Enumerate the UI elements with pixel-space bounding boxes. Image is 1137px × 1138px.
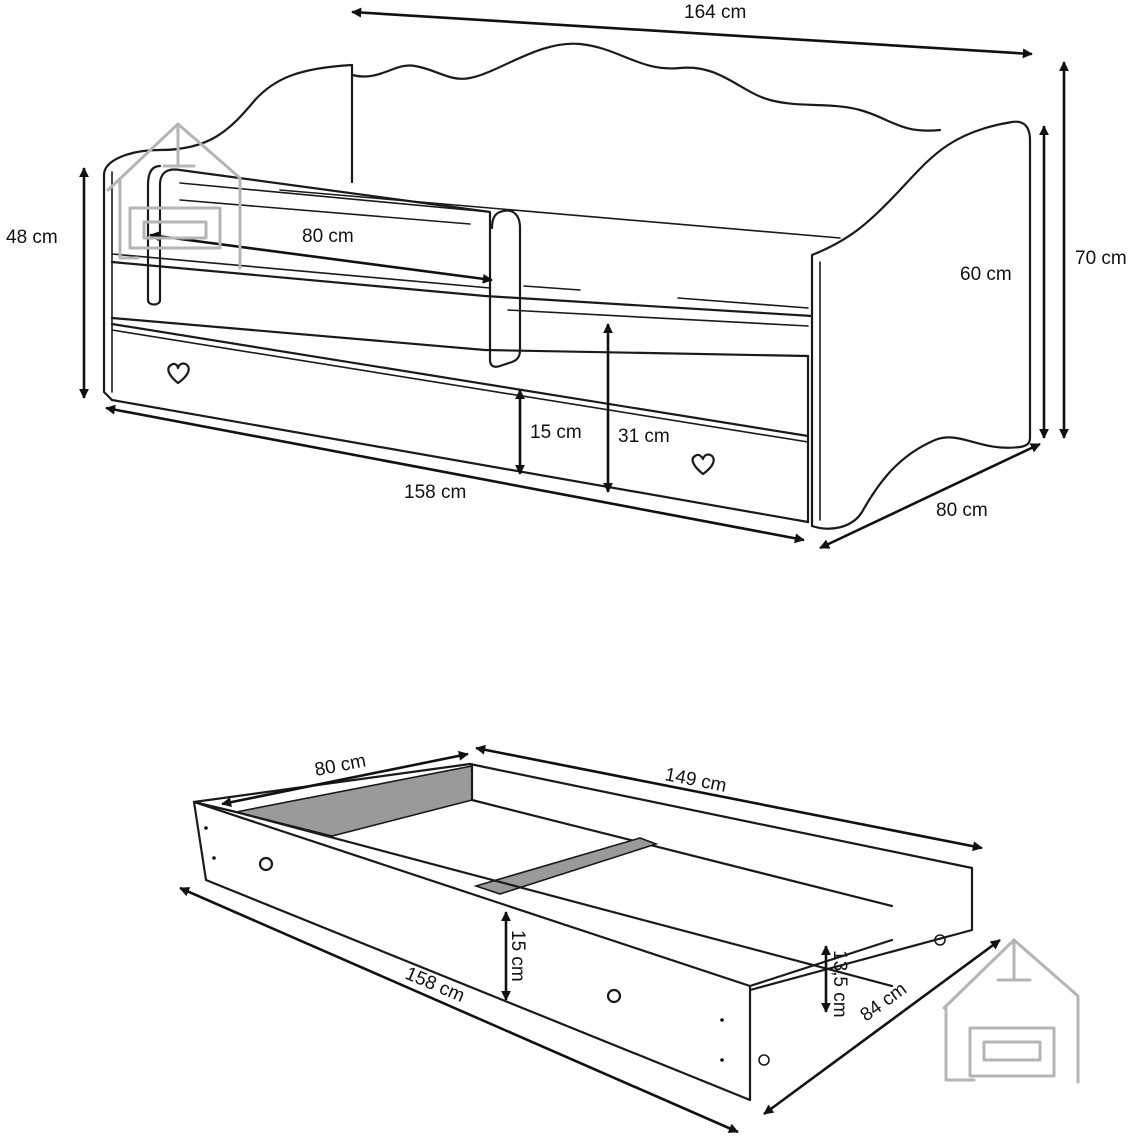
drawer-front [192, 800, 752, 1102]
bed-width-label: 80 cm [936, 500, 988, 521]
heart-icon [167, 362, 190, 385]
wheel-icon [758, 1054, 770, 1066]
heart-icon [691, 453, 715, 476]
guard-length-label: 80 cm [302, 226, 354, 247]
mattress-height-label: 31 cm [618, 426, 670, 447]
bed-length-total-label: 164 cm [684, 2, 746, 23]
backrest-outline [350, 42, 942, 132]
drawer-dimensions [179, 744, 1001, 1134]
bed-drawing [102, 42, 1032, 530]
drawer-height-label: 15 cm [530, 422, 582, 443]
bed-length-sleep-label: 158 cm [404, 482, 466, 503]
bed-height-headboard-label: 60 cm [960, 264, 1012, 285]
bed-dimensions [79, 7, 1069, 550]
house-sofa-icon [942, 938, 1080, 1084]
bed-height-total-label: 70 cm [1075, 248, 1127, 269]
drawer-drawing [192, 762, 974, 1102]
guard-rail [158, 168, 522, 368]
drawer-divider [473, 837, 659, 895]
drawer-handle [606, 988, 622, 1004]
bed-height-front-label: 48 cm [6, 227, 58, 248]
drawer-height-front-label: 15 cm [507, 930, 528, 982]
left-headrest [102, 63, 354, 184]
drawer-height-side-label: 13,5 cm [829, 950, 850, 1018]
drawer-handle [258, 856, 274, 872]
right-side-panel [810, 120, 1032, 530]
drawer-depth-label: 84 cm [857, 979, 911, 1026]
house-sofa-icon [106, 122, 242, 270]
